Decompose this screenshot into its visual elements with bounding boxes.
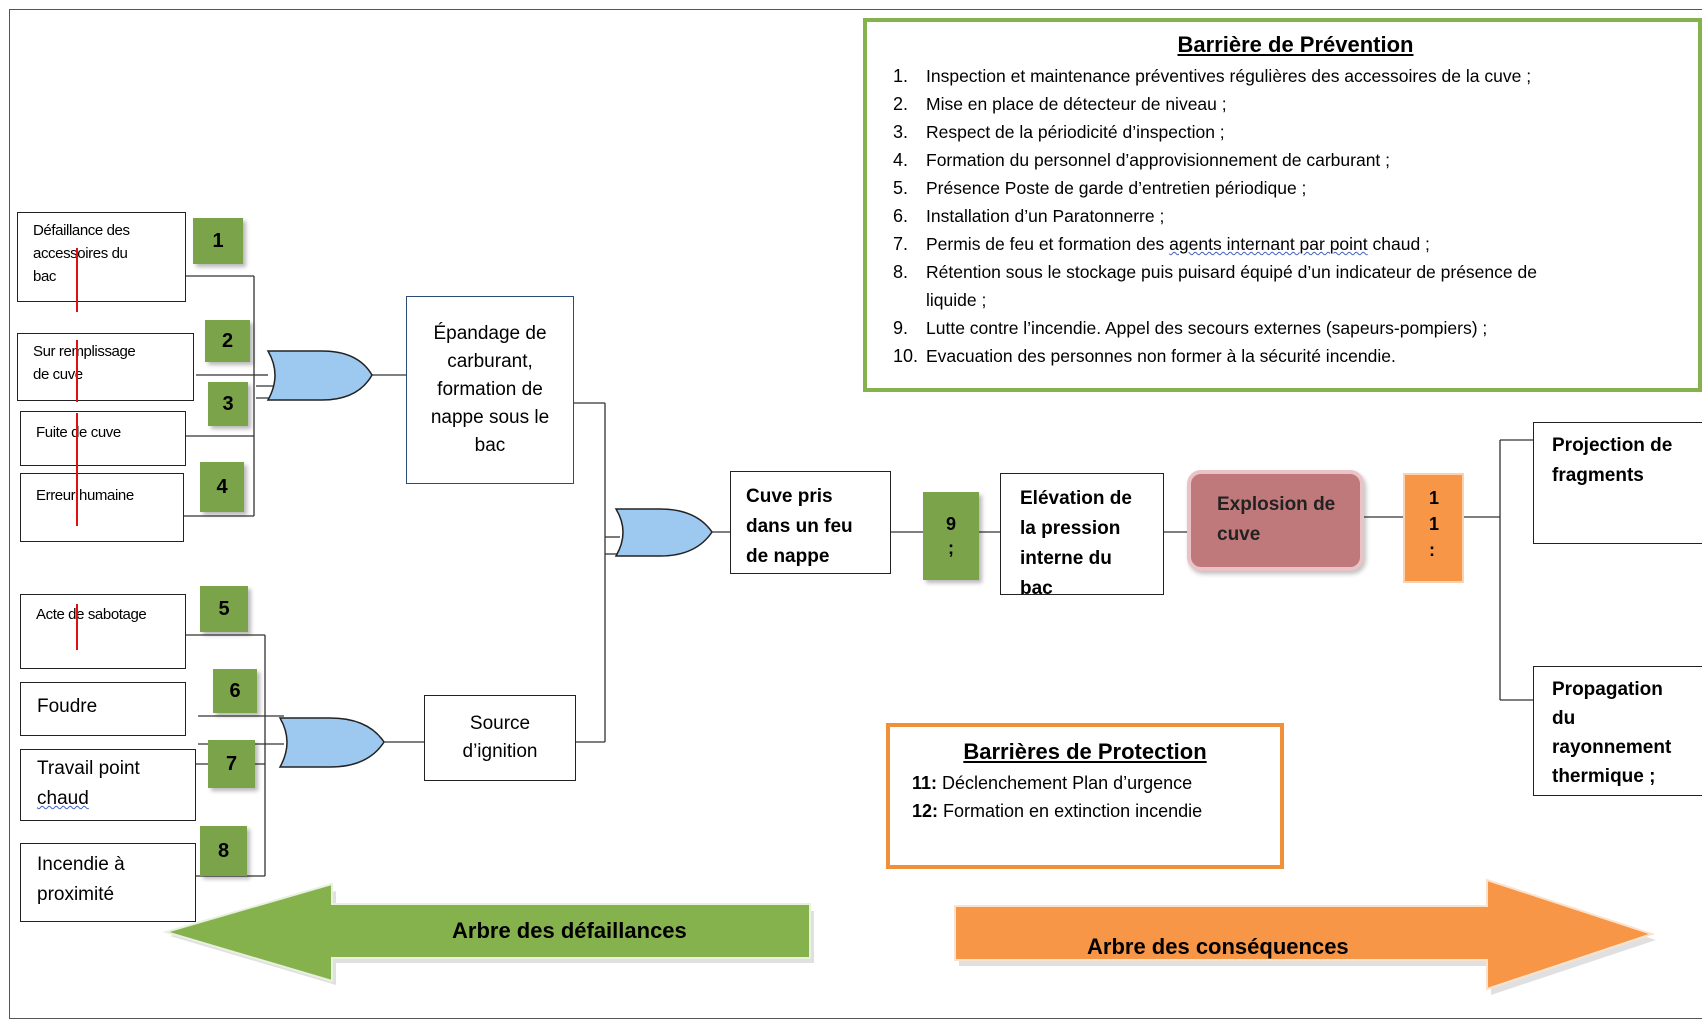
cause-foudre: Foudre — [20, 682, 186, 736]
barrier-badge-6: 6 — [213, 669, 257, 713]
red-mark — [76, 413, 78, 468]
prevention-item: 1.Inspection et maintenance préventives … — [893, 66, 1532, 86]
prevention-item: 3.Respect de la périodicité d’inspection… — [893, 122, 1225, 142]
prevention-item: 8.Rétention sous le stockage puis puisar… — [893, 262, 1537, 310]
red-mark — [76, 604, 78, 650]
barrier-badge-4: 4 — [200, 462, 244, 512]
prevention-item: 9.Lutte contre l’incendie. Appel des sec… — [893, 318, 1488, 338]
red-mark — [76, 248, 78, 312]
prevention-item: 4.Formation du personnel d’approvisionne… — [893, 150, 1391, 170]
prevention-list: 1.Inspection et maintenance préventives … — [893, 62, 1698, 370]
barrier-badge-7: 7 — [208, 740, 255, 788]
barrier-badge-3: 3 — [208, 382, 248, 426]
prevention-item: 6.Installation d’un Paratonnerre ; — [893, 206, 1165, 226]
prevention-title: Barrière de Prévention — [1177, 32, 1414, 57]
protection-item: 12: Formation en extinction incendie — [912, 801, 1203, 821]
barrier-badge-1: 1 — [193, 218, 243, 264]
barrier-badge-8: 8 — [200, 826, 247, 876]
barrier-badge-5: 5 — [200, 586, 248, 632]
right-arrow — [954, 878, 1656, 995]
prevention-item: 10.Evacuation des personnes non former à… — [893, 346, 1396, 366]
cause-acte-sabotage: Acte de sabotage — [20, 594, 186, 669]
prevention-item: 5.Présence Poste de garde d’entretien pé… — [893, 178, 1307, 198]
cause-erreur-humaine: Erreur humaine — [20, 473, 184, 542]
prevention-legend: Barrière de Prévention 1.Inspection et m… — [863, 18, 1702, 392]
protection-item: 11: Déclenchement Plan d’urgence — [912, 773, 1193, 793]
cause-fuite-cuve: Fuite de cuve — [20, 411, 186, 466]
red-mark — [76, 340, 78, 402]
left-arrow-label: Arbre des défaillances — [452, 918, 687, 943]
prevention-item: 2.Mise en place de détecteur de niveau ; — [893, 94, 1227, 114]
or-gate-3 — [614, 508, 713, 557]
red-mark — [76, 468, 78, 526]
or-gate-1 — [266, 350, 373, 401]
left-arrow — [162, 882, 814, 985]
protection-legend: Barrières de Protection 11: Déclenchemen… — [886, 723, 1284, 869]
barrier-badge-9: 9; — [923, 492, 979, 580]
protection-title: Barrières de Protection — [963, 739, 1207, 764]
right-arrow-label: Arbre des conséquences — [1087, 934, 1349, 959]
barrier-badge-2: 2 — [205, 320, 250, 362]
or-gate-2 — [278, 717, 385, 768]
prevention-item: 7.Permis de feu et formation des agents … — [893, 234, 1430, 254]
